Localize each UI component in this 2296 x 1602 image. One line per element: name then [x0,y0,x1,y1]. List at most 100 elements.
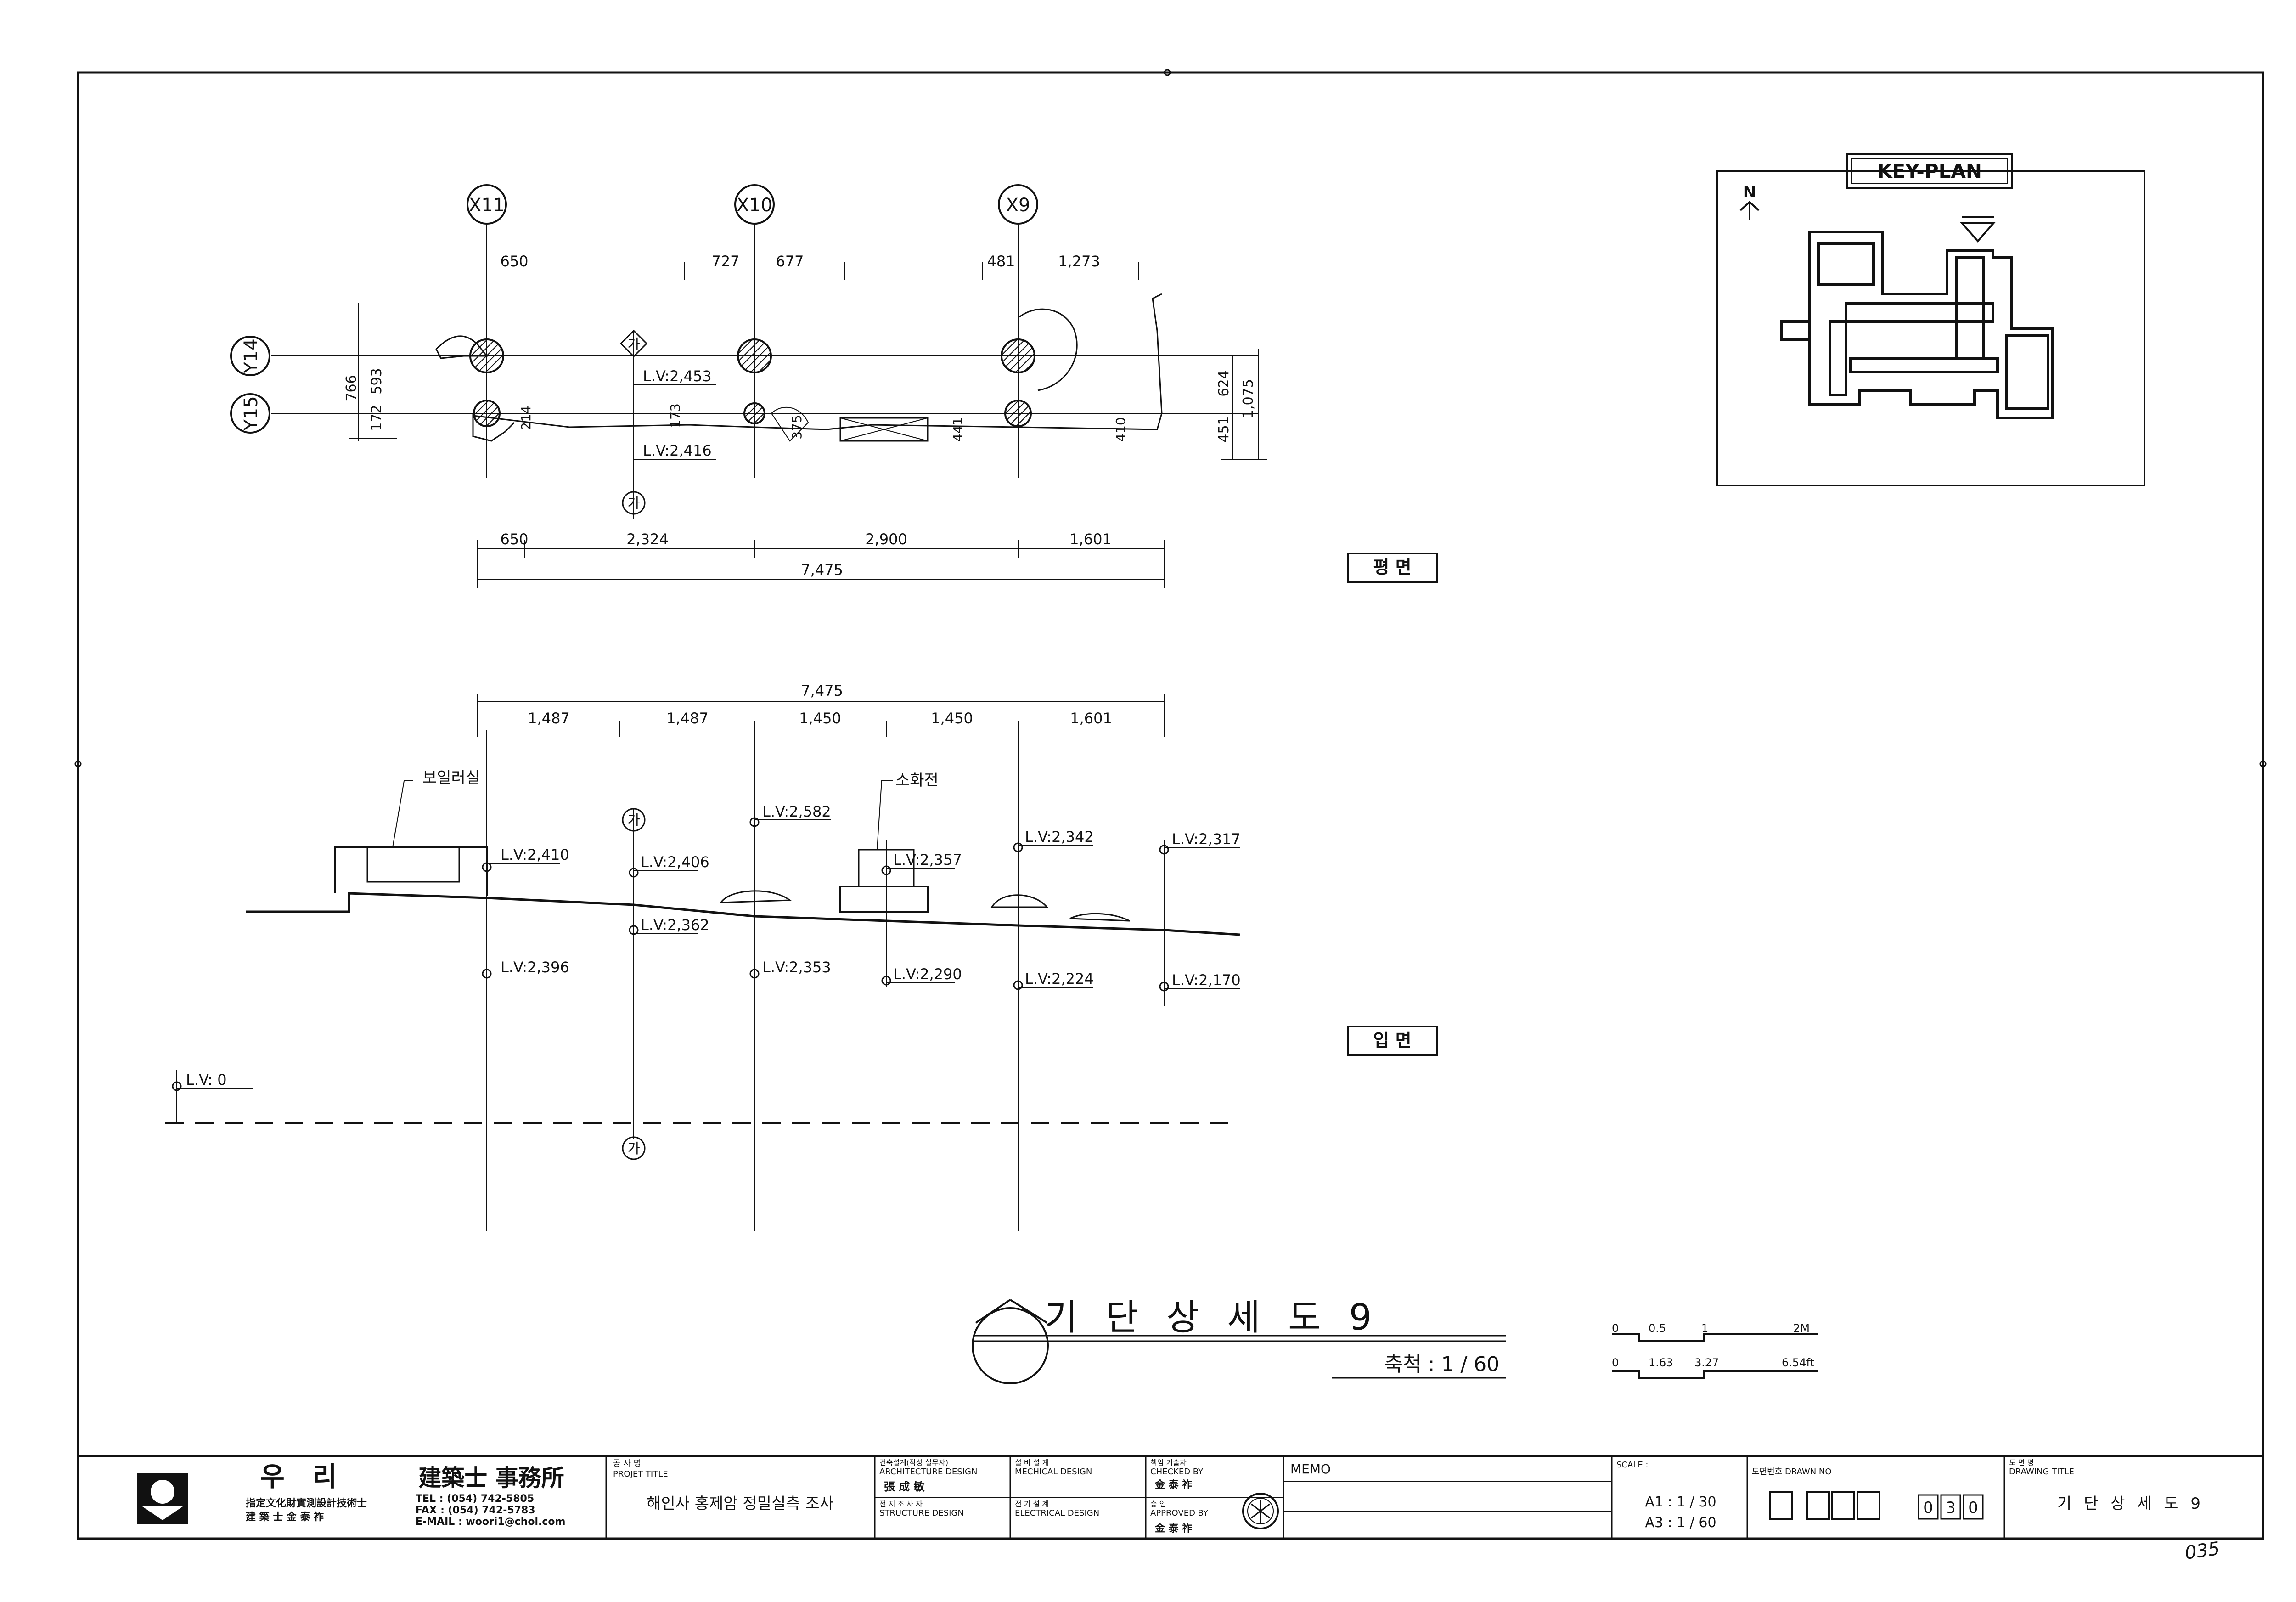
scale-bar-m-label-3: 2M [1793,1322,1810,1335]
grid-label-x11: X11 [469,195,505,216]
ground-profile [246,892,1240,936]
drawn-no-digit-2: 3 [1946,1499,1956,1517]
checked-label-ko: 책임 기술자 [1150,1458,1187,1467]
section-mark-label: 가 [627,496,640,512]
approved-label-ko: 승 인 [1150,1500,1166,1508]
scale-bar-ft-label-3: 6.54ft [1782,1356,1814,1369]
plan-level-1: L.V:2,453 [643,367,712,385]
elev-dim-3: 1,450 [799,710,841,727]
firm-name: 우 리 [260,1461,346,1492]
elev-level-2: L.V:2,406 [641,853,709,871]
north-arrow-icon [1739,201,1760,220]
arch-label-ko: 건축설계(작성 실무자) [879,1458,948,1467]
scale-a3: A3 : 1 / 60 [1645,1515,1716,1531]
firm-cert: 指定文化財實測設計技術士 [246,1497,367,1509]
elev-dim-1: 1,487 [528,710,570,727]
scale-bar-ft [1612,1370,1818,1379]
elev-level-4: L.V:2,357 [893,851,962,869]
section-marker-plan-bottom: 가 [622,491,646,515]
column-x10-y14 [737,338,772,373]
title-block: 우 리 建築士 事務所 指定文化財實測設計技術士 建 築 士 金 泰 祚 TEL… [78,1455,2263,1539]
scale-label: SCALE : [1616,1460,1649,1470]
grid-bubble-y15: Y15 [230,393,270,434]
drawing-title-label-ko: 도 면 명 [2009,1458,2034,1467]
stone-elev-2 [990,894,1049,908]
elev-dim-5: 1,601 [1070,710,1112,727]
stone-elev-3 [1069,913,1130,922]
column-x9-y14 [1001,338,1035,373]
stone-outline-right [1019,308,1078,391]
plan-dim-inner-5: 410 [1113,417,1128,441]
plan-title: 평 면 [1373,557,1411,577]
scale-bars: 0 0.5 1 2M 0 1.63 3.27 6.54ft [1612,1322,1818,1379]
struct-label-en: STRUCTURE DESIGN [879,1508,964,1518]
firm-architect: 建 築 士 金 泰 祚 [246,1511,324,1523]
scale-bar-ft-label-2: 3.27 [1694,1356,1719,1369]
elec-label-en: ELECTRICAL DESIGN [1015,1508,1099,1518]
plan-dim-top-4: 481 [987,253,1015,270]
plan-dim-inner-1: 214 [518,406,534,430]
plan-dim-total: 7,475 [801,561,843,579]
arch-name: 張 成 敏 [884,1480,925,1493]
ledge-outline [473,293,1163,430]
project-label-ko: 공 사 명 [613,1459,641,1468]
label-boiler-room: 보일러실 [422,769,480,787]
elev-level-5: L.V:2,342 [1025,828,1094,846]
mech-label-ko: 설 비 설 계 [1015,1458,1049,1467]
firm-email: E-MAIL : woori1@chol.com [416,1516,565,1528]
key-plan: KEY-PLAN N [1716,153,2145,486]
firm-office: 建築士 事務所 [418,1465,564,1491]
elevation-title: 입 면 [1373,1030,1411,1050]
plan-dim-bottom-1: 650 [500,530,528,548]
boiler-room-outline [334,846,488,896]
plan-dim-left-3: 172 [369,405,385,431]
view-direction-icon [1959,222,1996,243]
elev-level-10: L.V:2,290 [893,965,962,983]
plan-title-box [1347,553,1438,583]
checked-name: 金 泰 祚 [1154,1479,1192,1491]
elev-level-6: L.V:2,317 [1172,830,1241,848]
project-title: 해인사 홍제암 정밀실측 조사 [647,1495,834,1513]
plan-level-2: L.V:2,416 [643,442,712,459]
approved-name: 金 泰 祚 [1154,1523,1192,1534]
hydrant-base [839,886,929,913]
section-marker-elev-top: 가 [622,808,646,832]
grid-label-x10: X10 [737,195,772,216]
scale-bar-ft-label-0: 0 [1612,1356,1619,1369]
plan-dim-right-3: 451 [1216,416,1232,442]
scale-bar-ft-label-1: 1.63 [1649,1356,1673,1369]
elev-level-zero: L.V: 0 [186,1071,227,1089]
grid-bubble-y14: Y14 [230,336,270,376]
column-x11-y14 [469,338,504,373]
plan-dim-top-5: 1,273 [1058,253,1100,270]
drawing-title-label-en: DRAWING TITLE [2009,1467,2074,1477]
plan-dim-bottom-4: 1,601 [1069,530,1112,548]
drawn-no-digit-3: 0 [1968,1499,1978,1517]
north-label: N [1743,183,1756,202]
drawn-no-label: 도면번호 DRAWN NO [1752,1467,1832,1477]
drawing-title: 기 단 상 세 도 9 [1045,1297,1380,1338]
grid-bubble-x9: X9 [998,184,1038,225]
title-symbol [972,1307,1049,1384]
scale-a1: A1 : 1 / 30 [1645,1494,1716,1510]
elec-label-ko: 전 기 설 계 [1015,1500,1049,1508]
firm-fax: FAX : (054) 742-5783 [416,1505,535,1516]
section-marker-plan-top: 가 [619,329,648,358]
column-x10-y15 [743,402,765,424]
handwritten-sheet-number: 035 [2183,1538,2221,1564]
center-mark-top [1164,69,1171,76]
scale-bar-m [1612,1333,1818,1342]
approval-seal-icon [1242,1493,1279,1529]
elev-level-3: L.V:2,582 [762,803,831,820]
hydrant-box-plan [839,417,929,442]
plan-dim-left-1: 766 [343,375,360,401]
elev-dim-total: 7,475 [801,682,843,699]
plan-dim-inner-2: 173 [668,403,683,428]
drawing-title-cell: 기 단 상 세 도 9 [2057,1495,2204,1513]
elev-dim-2: 1,487 [666,710,709,727]
elev-level-12: L.V:2,170 [1172,971,1241,989]
column-x9-y15 [1004,400,1032,427]
scale-bar-m-label-1: 0.5 [1649,1322,1666,1335]
stone-elev-1 [720,890,792,903]
